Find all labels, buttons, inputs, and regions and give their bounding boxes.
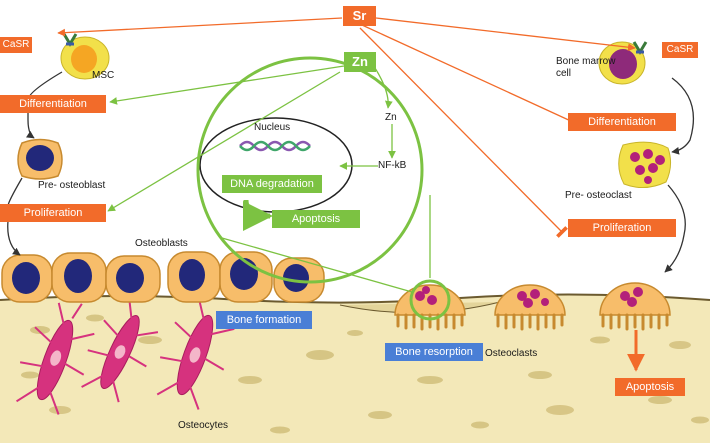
- msc-label: MSC: [92, 70, 115, 81]
- zn-arrows: [107, 65, 431, 293]
- sr-arrows: [57, 17, 636, 238]
- osteoclast-highlight-circle: [409, 279, 451, 321]
- apoptosis-green-box: Apoptosis: [272, 210, 360, 228]
- bone-formation-box: Bone formation: [216, 311, 312, 329]
- bone-matrix: [0, 294, 710, 443]
- apoptosis-curved-arrow: [242, 199, 273, 231]
- pre-osteoblast-label: Pre- osteoblast: [38, 180, 106, 191]
- pre-osteoclast-cell: [618, 141, 672, 188]
- bone-marrow-cell: [598, 41, 646, 85]
- nucleus-label: Nucleus: [254, 122, 291, 133]
- casr-receptor-icon: [632, 41, 648, 55]
- proliferation-left-box: Proliferation: [0, 204, 106, 222]
- dna-degradation-box: DNA degradation: [222, 175, 322, 193]
- apoptosis-orange-box: Apoptosis: [615, 378, 685, 396]
- pre-osteoclast-label: Pre- osteoclast: [565, 190, 632, 201]
- osteoclasts-label: Osteoclasts: [485, 348, 538, 359]
- proliferation-right-box: Proliferation: [568, 219, 676, 237]
- nf-kb-label: NF-kB: [378, 160, 407, 171]
- pre-osteoblast-cell: [17, 138, 63, 180]
- differentiation-left-box: Differentiation: [0, 95, 106, 113]
- differentiation-right-box: Differentiation: [568, 113, 676, 131]
- casr-left-box: CaSR: [0, 37, 32, 53]
- zn-mechanism-circle: [196, 56, 424, 284]
- sr-box: Sr: [343, 6, 376, 26]
- zn-label: Zn: [385, 112, 397, 123]
- osteoblasts-label: Osteoblasts: [135, 238, 188, 249]
- osteocytes-label: Osteocytes: [178, 420, 229, 431]
- osteoblast-cells: [1, 251, 325, 303]
- casr-receptor-icon: [62, 33, 78, 47]
- dna-helix-icon: [239, 140, 311, 152]
- zn-box: Zn: [344, 52, 376, 72]
- osteocytes: [16, 297, 235, 415]
- bone-resorption-box: Bone resorption: [385, 343, 483, 361]
- casr-right-box: CaSR: [662, 42, 698, 58]
- bone-marrow-cell-label: Bone marrow cell: [556, 56, 616, 79]
- msc-cell: [60, 36, 110, 80]
